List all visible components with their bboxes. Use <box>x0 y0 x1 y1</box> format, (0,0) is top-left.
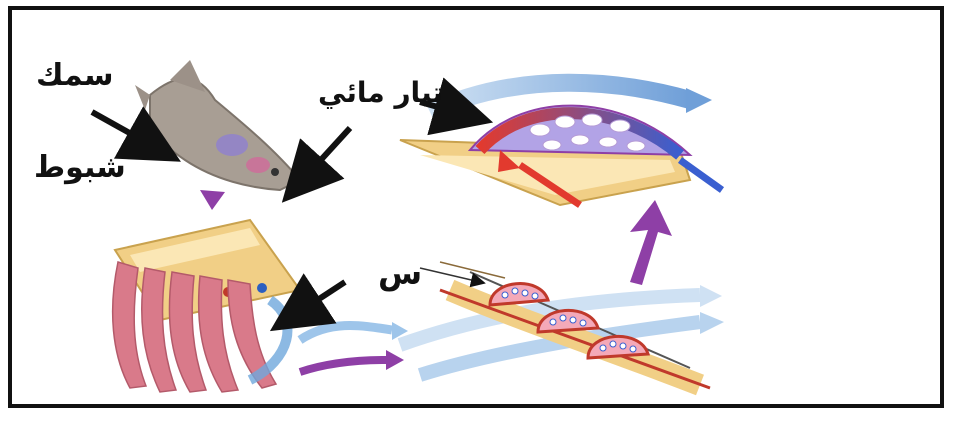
label-pike: شبوط <box>34 150 126 185</box>
gill-lamella <box>490 284 548 305</box>
label-countercurrent: تيار مائي <box>318 76 443 109</box>
pointer-arrow-current-to-fish <box>298 128 350 185</box>
direction-arrow <box>630 200 672 285</box>
label-fish: سمك <box>36 58 114 93</box>
gill-arch <box>113 220 300 392</box>
lamella-detail <box>400 83 722 205</box>
label-x: س <box>378 254 422 292</box>
fish-illustration <box>135 60 300 210</box>
